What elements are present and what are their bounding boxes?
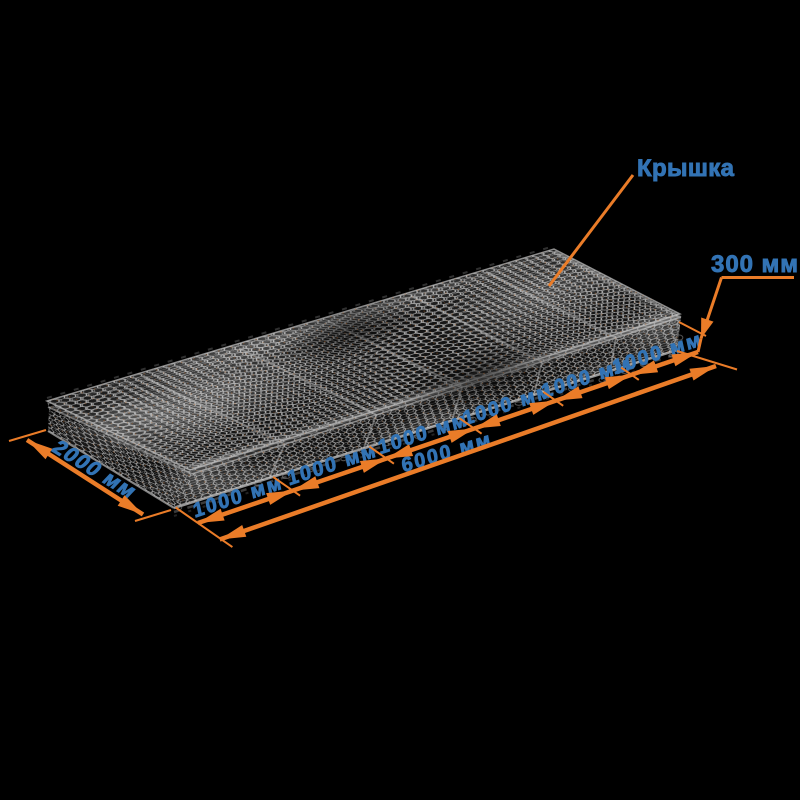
svg-text:Крышка: Крышка xyxy=(637,155,735,182)
svg-text:300 мм: 300 мм xyxy=(711,251,798,278)
